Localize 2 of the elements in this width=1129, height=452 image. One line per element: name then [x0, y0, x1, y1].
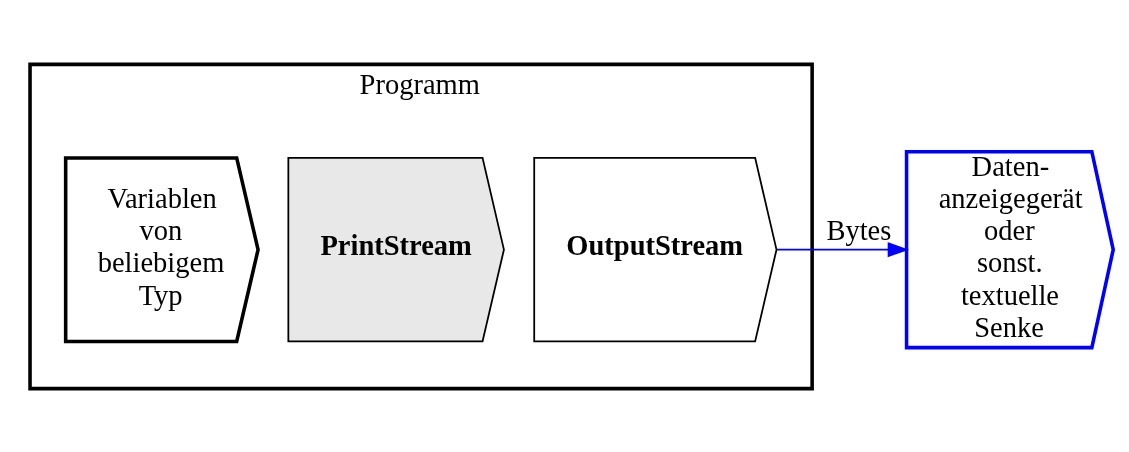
edge-label: Bytes	[826, 214, 892, 246]
arrow	[776, 241, 910, 257]
